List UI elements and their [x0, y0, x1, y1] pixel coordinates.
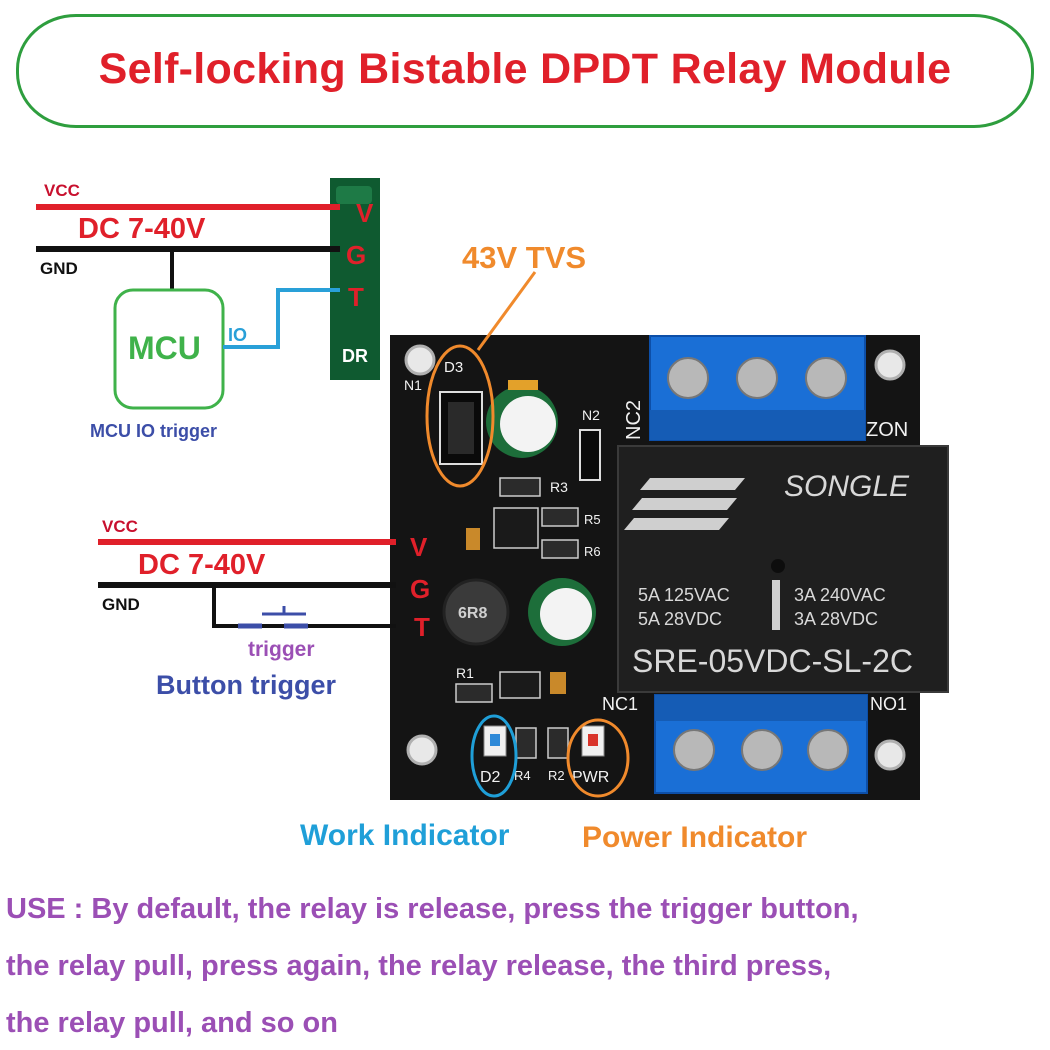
tvs-label: 43V TVS: [462, 240, 586, 275]
silk-d3: D3: [444, 359, 463, 376]
ic-chip-2: [499, 671, 541, 699]
terminal-bottom-screw-2: [741, 729, 783, 771]
mcu-trigger-caption: MCU IO trigger: [90, 421, 217, 441]
terminal-top-screw-3: [805, 357, 847, 399]
relay-brand: SONGLE: [784, 470, 910, 503]
relay-rating-left-2: 5A 28VDC: [638, 609, 722, 629]
relay-model: SRE-05VDC-SL-2C: [632, 643, 913, 679]
silk-r3: R3: [550, 479, 568, 495]
button-wire: [212, 585, 396, 628]
terminal-bottom-screw-3: [807, 729, 849, 771]
relay: SONGLE 5A 125VAC 5A 28VDC 3A 240VAC 3A 2…: [617, 445, 949, 693]
bottom-pin-v: V: [410, 532, 428, 562]
work-indicator-ellipse: [470, 714, 518, 798]
terminal-top-screw-1: [667, 357, 709, 399]
usage-line-1: USE : By default, the relay is release, …: [6, 893, 859, 925]
relay-logo-bar-2: [632, 498, 737, 510]
relay-rating-left-1: 5A 125VAC: [638, 585, 730, 605]
led-pwr-lens: [588, 734, 598, 746]
mount-hole-tr: [874, 349, 906, 381]
page-title: Self-locking Bistable DPDT Relay Module: [98, 45, 952, 93]
terminal-top-screw-2: [736, 357, 778, 399]
bottom-wiring: VCC DC 7-40V GND trigger Button trigger …: [98, 517, 430, 700]
relay-logo-bar-1: [640, 478, 745, 490]
top-pin-v: V: [356, 198, 374, 228]
terminal-bottom-base: [655, 695, 867, 721]
top-gnd-label: GND: [40, 259, 78, 278]
relay-divider: [772, 580, 780, 630]
bottom-pin-g: G: [410, 574, 430, 604]
top-voltage-label: DC 7-40V: [78, 213, 206, 245]
top-vcc-label: VCC: [44, 181, 80, 200]
silk-r4: R4: [514, 768, 531, 783]
annotations: 43V TVS Work Indicator Power Indicator: [300, 240, 807, 854]
power-indicator-ellipse: [566, 718, 630, 798]
inductor: [442, 578, 510, 646]
mcu-label: MCU: [128, 330, 201, 366]
bottom-vcc-label: VCC: [102, 517, 138, 536]
capacitor-bottom-cap: [540, 588, 592, 640]
usage-line-3: the relay pull, and so on: [6, 1007, 338, 1039]
top-wiring: VCC DC 7-40V GND MCU IO MCU IO trigger V…: [36, 178, 380, 441]
top-pin-g: G: [346, 240, 366, 270]
silk-r6: R6: [584, 544, 601, 559]
top-board-edge: [330, 178, 380, 380]
bottom-gnd-label: GND: [102, 595, 140, 614]
inductor-label: 6R8: [458, 605, 487, 622]
mount-hole-br: [874, 739, 906, 771]
silk-d2: D2: [480, 769, 501, 786]
relay-logo-bar-3: [624, 518, 729, 530]
silk-no2: ZON: [866, 419, 908, 441]
relay-rating-right-2: 3A 28VDC: [794, 609, 878, 629]
top-pin-t: T: [348, 282, 364, 312]
silk-nc1: NC1: [602, 694, 638, 714]
silk-r5: R5: [584, 512, 601, 527]
io-label: IO: [228, 325, 247, 345]
mount-hole-tl: [404, 344, 436, 376]
resistor-r1: [455, 683, 493, 703]
terminal-block-bottom: [654, 694, 868, 794]
button-label: trigger: [248, 638, 315, 661]
transistor-n2: [579, 429, 601, 481]
capacitor-top-mark: [508, 380, 538, 390]
bottom-pin-t: T: [414, 612, 430, 642]
resistor-r6: [541, 539, 579, 559]
usage-line-2: the relay pull, press again, the relay r…: [6, 950, 832, 982]
top-board-pad: [336, 186, 372, 204]
bottom-voltage-label: DC 7-40V: [138, 549, 266, 581]
silk-pwr: PWR: [572, 769, 609, 786]
capacitor-top-cap: [500, 396, 556, 452]
cap-smd-1: [466, 528, 480, 550]
mount-hole-bl: [406, 734, 438, 766]
tvs-highlight-ellipse: [425, 344, 495, 488]
power-indicator-label: Power Indicator: [582, 821, 807, 854]
diode-smd: [499, 477, 541, 497]
resistor-r2: [547, 727, 569, 759]
resistor-r4: [515, 727, 537, 759]
silk-n2: N2: [582, 407, 600, 423]
tvs-pointer-line: [476, 271, 537, 351]
led-d2-lens: [490, 734, 500, 746]
silk-no1: NO1: [870, 694, 907, 714]
work-indicator-label: Work Indicator: [300, 819, 510, 852]
resistor-r5: [541, 507, 579, 527]
top-board-text: DR: [342, 346, 368, 366]
ic-chip: [493, 507, 539, 549]
title-frame: Self-locking Bistable DPDT Relay Module: [16, 14, 1034, 128]
silk-r1: R1: [456, 665, 474, 681]
terminal-block-top: [649, 335, 866, 441]
relay-rating-right-1: 3A 240VAC: [794, 585, 886, 605]
silk-r2: R2: [548, 768, 565, 783]
silk-n1: N1: [404, 377, 422, 393]
silk-nc2: NC2: [623, 400, 645, 440]
relay-pin-dot: [771, 559, 785, 573]
terminal-top-base: [650, 410, 865, 440]
button-trigger-caption: Button trigger: [156, 670, 336, 700]
tvs-diode-body: [448, 402, 474, 454]
cap-smd-2: [550, 672, 566, 694]
io-wire: [223, 288, 340, 349]
terminal-bottom-screw-1: [673, 729, 715, 771]
